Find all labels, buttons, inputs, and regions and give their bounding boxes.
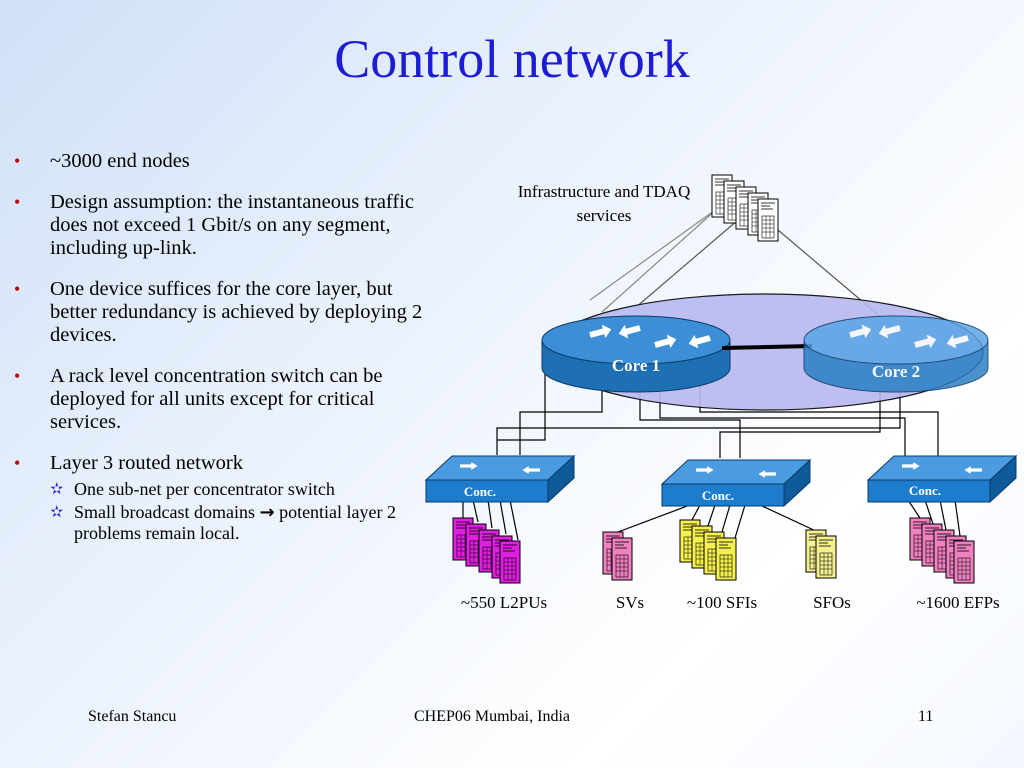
bullet-item: • Design assumption: the instantaneous tr… bbox=[14, 191, 444, 260]
slide-title: Control network bbox=[334, 29, 690, 89]
core-1-router: Core 1 bbox=[541, 315, 731, 393]
star-bullet-icon: ✫ bbox=[50, 481, 64, 498]
bullet-list: • ~3000 end nodes • Design assumption: the… bbox=[14, 150, 444, 562]
bullet-item: • A rack level concentration switch can b… bbox=[14, 365, 444, 434]
infrastructure-servers bbox=[711, 174, 779, 242]
bullet-text: Layer 3 routed network bbox=[50, 452, 243, 474]
concentrator-switch-2: Conc. bbox=[660, 458, 812, 508]
efp-servers bbox=[909, 517, 975, 584]
bullet-dot-icon: • bbox=[14, 453, 21, 473]
core-2-label: Core 2 bbox=[872, 362, 920, 381]
right-arrow-icon: → bbox=[259, 502, 275, 523]
l2pu-servers bbox=[452, 517, 521, 584]
footer-author: Stefan Stancu bbox=[88, 708, 177, 725]
sfo-servers bbox=[805, 529, 837, 579]
group-label-sfis: ~100 SFIs bbox=[687, 593, 757, 612]
concentrator-switch-3: Conc. bbox=[866, 454, 1018, 504]
sv-servers bbox=[602, 531, 633, 581]
sub-bullet-text: Small broadcast domains bbox=[74, 502, 260, 522]
infra-label-line1: Infrastructure and TDAQ bbox=[518, 182, 690, 201]
sub-bullet-item: ✫ Small broadcast domains → potential lay… bbox=[50, 502, 444, 544]
conc-3-label: Conc. bbox=[909, 483, 941, 498]
group-label-sfos: SFOs bbox=[813, 593, 851, 612]
sub-bullet-item: ✫ One sub-net per concentrator switch bbox=[50, 479, 444, 500]
group-label-svs: SVs bbox=[616, 593, 644, 612]
bullet-text: Design assumption: the instantaneous tra… bbox=[50, 191, 414, 259]
bullet-text: One device suffices for the core layer, … bbox=[50, 278, 423, 346]
group-label-efps: ~1600 EFPs bbox=[916, 593, 999, 612]
infra-label-line2: services bbox=[577, 206, 632, 225]
sub-bullet-text: One sub-net per concentrator switch bbox=[74, 479, 335, 499]
bullet-dot-icon: • bbox=[14, 151, 21, 171]
conc-1-label: Conc. bbox=[464, 484, 496, 499]
group-label-l2pus: ~550 L2PUs bbox=[461, 593, 547, 612]
bullet-dot-icon: • bbox=[14, 279, 21, 299]
bullet-item: • One device suffices for the core layer,… bbox=[14, 278, 444, 347]
footer-page-number: 11 bbox=[918, 708, 934, 725]
core-1-label: Core 1 bbox=[612, 356, 660, 375]
bullet-text: ~3000 end nodes bbox=[50, 150, 190, 172]
footer-event: CHEP06 Mumbai, India bbox=[414, 708, 570, 725]
concentrator-switch-1: Conc. bbox=[424, 454, 576, 504]
bullet-dot-icon: • bbox=[14, 366, 21, 386]
bullet-item: • ~3000 end nodes bbox=[14, 150, 444, 173]
sub-bullet-list: ✫ One sub-net per concentrator switch ✫ Sm… bbox=[50, 479, 444, 544]
bullet-dot-icon: • bbox=[14, 192, 21, 212]
sfi-servers bbox=[679, 519, 737, 581]
bullet-text: A rack level concentration switch can be… bbox=[50, 365, 383, 433]
conc-2-label: Conc. bbox=[702, 488, 734, 503]
core-2-router: Core 2 bbox=[803, 315, 989, 393]
bullet-item: • Layer 3 routed network ✫ One sub-net per… bbox=[14, 452, 444, 544]
star-bullet-icon: ✫ bbox=[50, 504, 64, 521]
sub-bullet-text-cont: potential layer 2 problems remain local. bbox=[74, 502, 397, 543]
core-interlink bbox=[721, 344, 813, 350]
